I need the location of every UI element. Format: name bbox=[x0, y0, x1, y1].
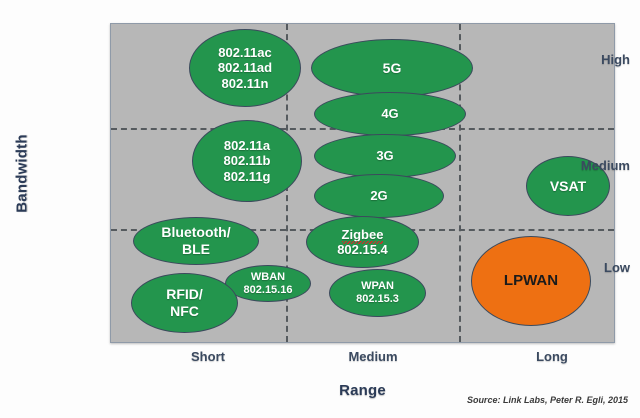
bubble-label-lpwan: LPWAN bbox=[503, 272, 559, 290]
bubble-label-wifi-high: 802.11ac 802.11ad 802.11n bbox=[217, 45, 273, 91]
bubble-label-wpan: WPAN 802.15.3 bbox=[356, 280, 399, 305]
bubble-bluetooth-ble[interactable]: Bluetooth/ BLE bbox=[133, 217, 259, 265]
x-tick-short: Short bbox=[191, 349, 225, 364]
y-tick-low: Low bbox=[604, 260, 630, 275]
bubble-wpan[interactable]: WPAN 802.15.3 bbox=[329, 269, 426, 317]
x-tick-long: Long bbox=[536, 349, 568, 364]
x-tick-medium: Medium bbox=[348, 349, 398, 364]
bubble-lpwan[interactable]: LPWAN bbox=[471, 236, 591, 326]
bubble-wifi-high[interactable]: 802.11ac 802.11ad 802.11n bbox=[189, 29, 301, 107]
gridline-vertical-1 bbox=[459, 24, 461, 342]
bubble-wban[interactable]: WBAN 802.15.16 bbox=[225, 265, 311, 302]
bubble-3g[interactable]: 3G bbox=[314, 134, 456, 178]
bubble-2g[interactable]: 2G bbox=[314, 174, 444, 218]
bubble-label-vsat: VSAT bbox=[549, 177, 587, 194]
plot-area: 802.11ac 802.11ad 802.11n 5G 4G 802.11a 802… bbox=[110, 23, 615, 343]
bubble-wifi-medium[interactable]: 802.11a 802.11b 802.11g bbox=[192, 120, 302, 202]
bubble-label-4g: 4G bbox=[381, 106, 399, 122]
bubble-label-wban: WBAN 802.15.16 bbox=[243, 270, 293, 296]
y-axis-title: Bandwidth bbox=[13, 134, 31, 213]
bubble-vsat[interactable]: VSAT bbox=[526, 156, 610, 216]
bubble-label-wifi-medium: 802.11a 802.11b 802.11g bbox=[223, 138, 271, 184]
bubble-label-5g: 5G bbox=[382, 59, 402, 76]
bubble-label-rfid-nfc: RFID/ NFC bbox=[166, 286, 203, 319]
bubble-rfid-nfc[interactable]: RFID/ NFC bbox=[131, 273, 238, 333]
y-tick-medium: Medium bbox=[580, 158, 630, 173]
bubble-label-bluetooth-ble: Bluetooth/ BLE bbox=[161, 224, 231, 257]
y-tick-high: High bbox=[601, 52, 630, 67]
bubble-5g[interactable]: 5G bbox=[311, 39, 473, 97]
x-axis-title: Range bbox=[339, 382, 386, 399]
source-attribution: Source: Link Labs, Peter R. Egli, 2015 bbox=[466, 395, 628, 405]
bubble-4g[interactable]: 4G bbox=[314, 92, 466, 136]
bubble-label-3g: 3G bbox=[376, 148, 394, 164]
bubble-label-2g: 2G bbox=[370, 188, 388, 204]
